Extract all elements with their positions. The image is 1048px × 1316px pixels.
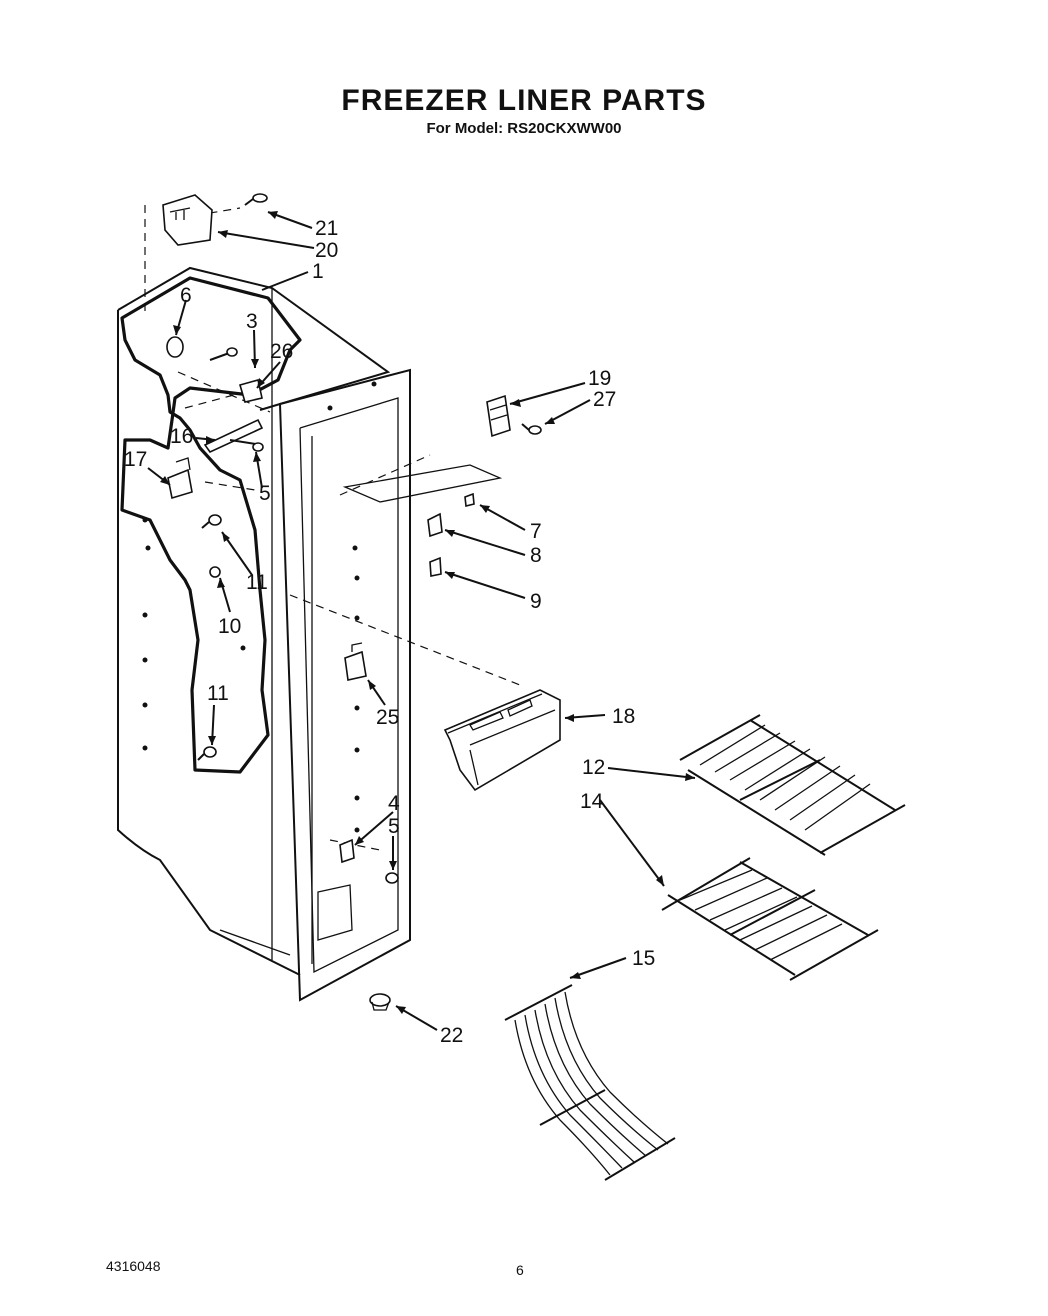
callout-11-lower: 11 <box>207 682 229 705</box>
callout-27: 27 <box>593 388 616 411</box>
callout-16: 16 <box>170 425 193 448</box>
callout-10: 10 <box>218 615 241 638</box>
small-parts <box>162 193 542 1011</box>
wire-shelf-part-14 <box>661 857 879 981</box>
page-title: FREEZER LINER PARTS <box>341 84 707 117</box>
callout-9: 9 <box>530 590 542 613</box>
callout-25: 25 <box>376 706 399 729</box>
callout-21: 21 <box>315 217 338 240</box>
freezer-liner-part-1 <box>117 266 411 1002</box>
callout-19: 19 <box>588 367 611 390</box>
callout-1: 1 <box>312 260 324 283</box>
callout-15: 15 <box>632 947 655 970</box>
callout-5: 5 <box>259 482 271 505</box>
callout-26: 26 <box>270 340 293 363</box>
callout-7: 7 <box>530 520 542 543</box>
wire-rack-part-15 <box>504 984 676 1181</box>
callout-11: 11 <box>246 571 268 594</box>
wire-shelf-part-12 <box>679 714 906 856</box>
callout-labels: 21 20 1 6 3 26 16 17 5 11 10 11 19 27 7 … <box>124 217 655 1047</box>
assembly-guide-lines <box>144 205 521 851</box>
model-subtitle: For Model: RS20CKXWW00 <box>426 120 622 137</box>
callout-5-lower: 5 <box>388 815 400 838</box>
callout-8: 8 <box>530 544 542 567</box>
callout-14: 14 <box>580 790 604 813</box>
callout-4: 4 <box>388 792 400 815</box>
leader-lines <box>147 211 696 1031</box>
cover-part-18 <box>443 689 561 792</box>
callout-20: 20 <box>315 239 338 262</box>
callout-3: 3 <box>246 310 258 333</box>
document-number: 4316048 <box>106 1258 161 1274</box>
callout-12: 12 <box>582 756 605 779</box>
callout-18: 18 <box>612 705 635 728</box>
callout-22: 22 <box>440 1024 463 1047</box>
page-number: 6 <box>516 1262 524 1278</box>
callout-6: 6 <box>180 284 192 307</box>
callout-17: 17 <box>124 448 147 471</box>
